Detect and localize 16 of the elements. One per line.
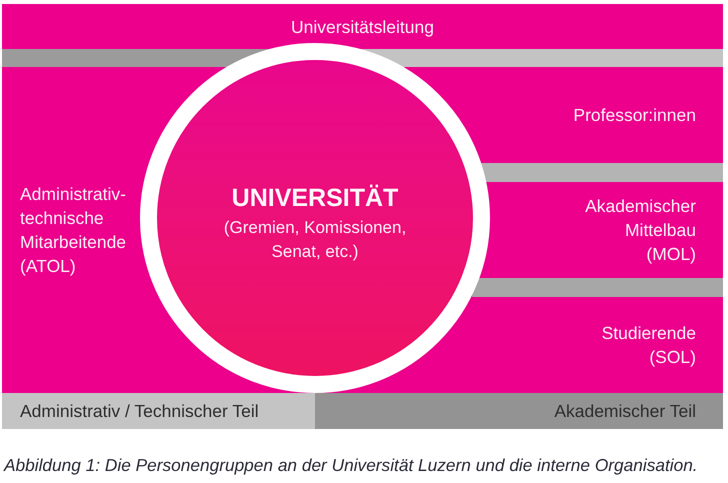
figure-caption: Abbildung 1: Die Personengruppen an der Universität Luzern und die interne Organisation. [4,454,698,476]
section-bar [2,393,315,429]
band-label: Universitätsleitung [291,16,434,38]
group-label: Professor:innen [573,104,696,127]
section-label: Administrativ / Technischer Teil [20,400,259,423]
separator-bar [472,278,723,297]
group-label: Akademischer Mittelbau (MOL) [584,195,696,266]
circle-title: UNIVERSITÄT [232,183,398,214]
circle-subtitle: (Gremien, Komissionen, Senat, etc.) [222,217,408,263]
group-label: Administrativ-technische Mitarbeitende (ATOL) [20,183,128,278]
separator-bar [2,49,270,67]
group-label: Studierende (SOL) [600,322,696,369]
separator-bar [360,49,723,67]
separator-bar [481,163,723,182]
section-label: Akademischer Teil [554,400,696,423]
section-bar [315,393,723,429]
